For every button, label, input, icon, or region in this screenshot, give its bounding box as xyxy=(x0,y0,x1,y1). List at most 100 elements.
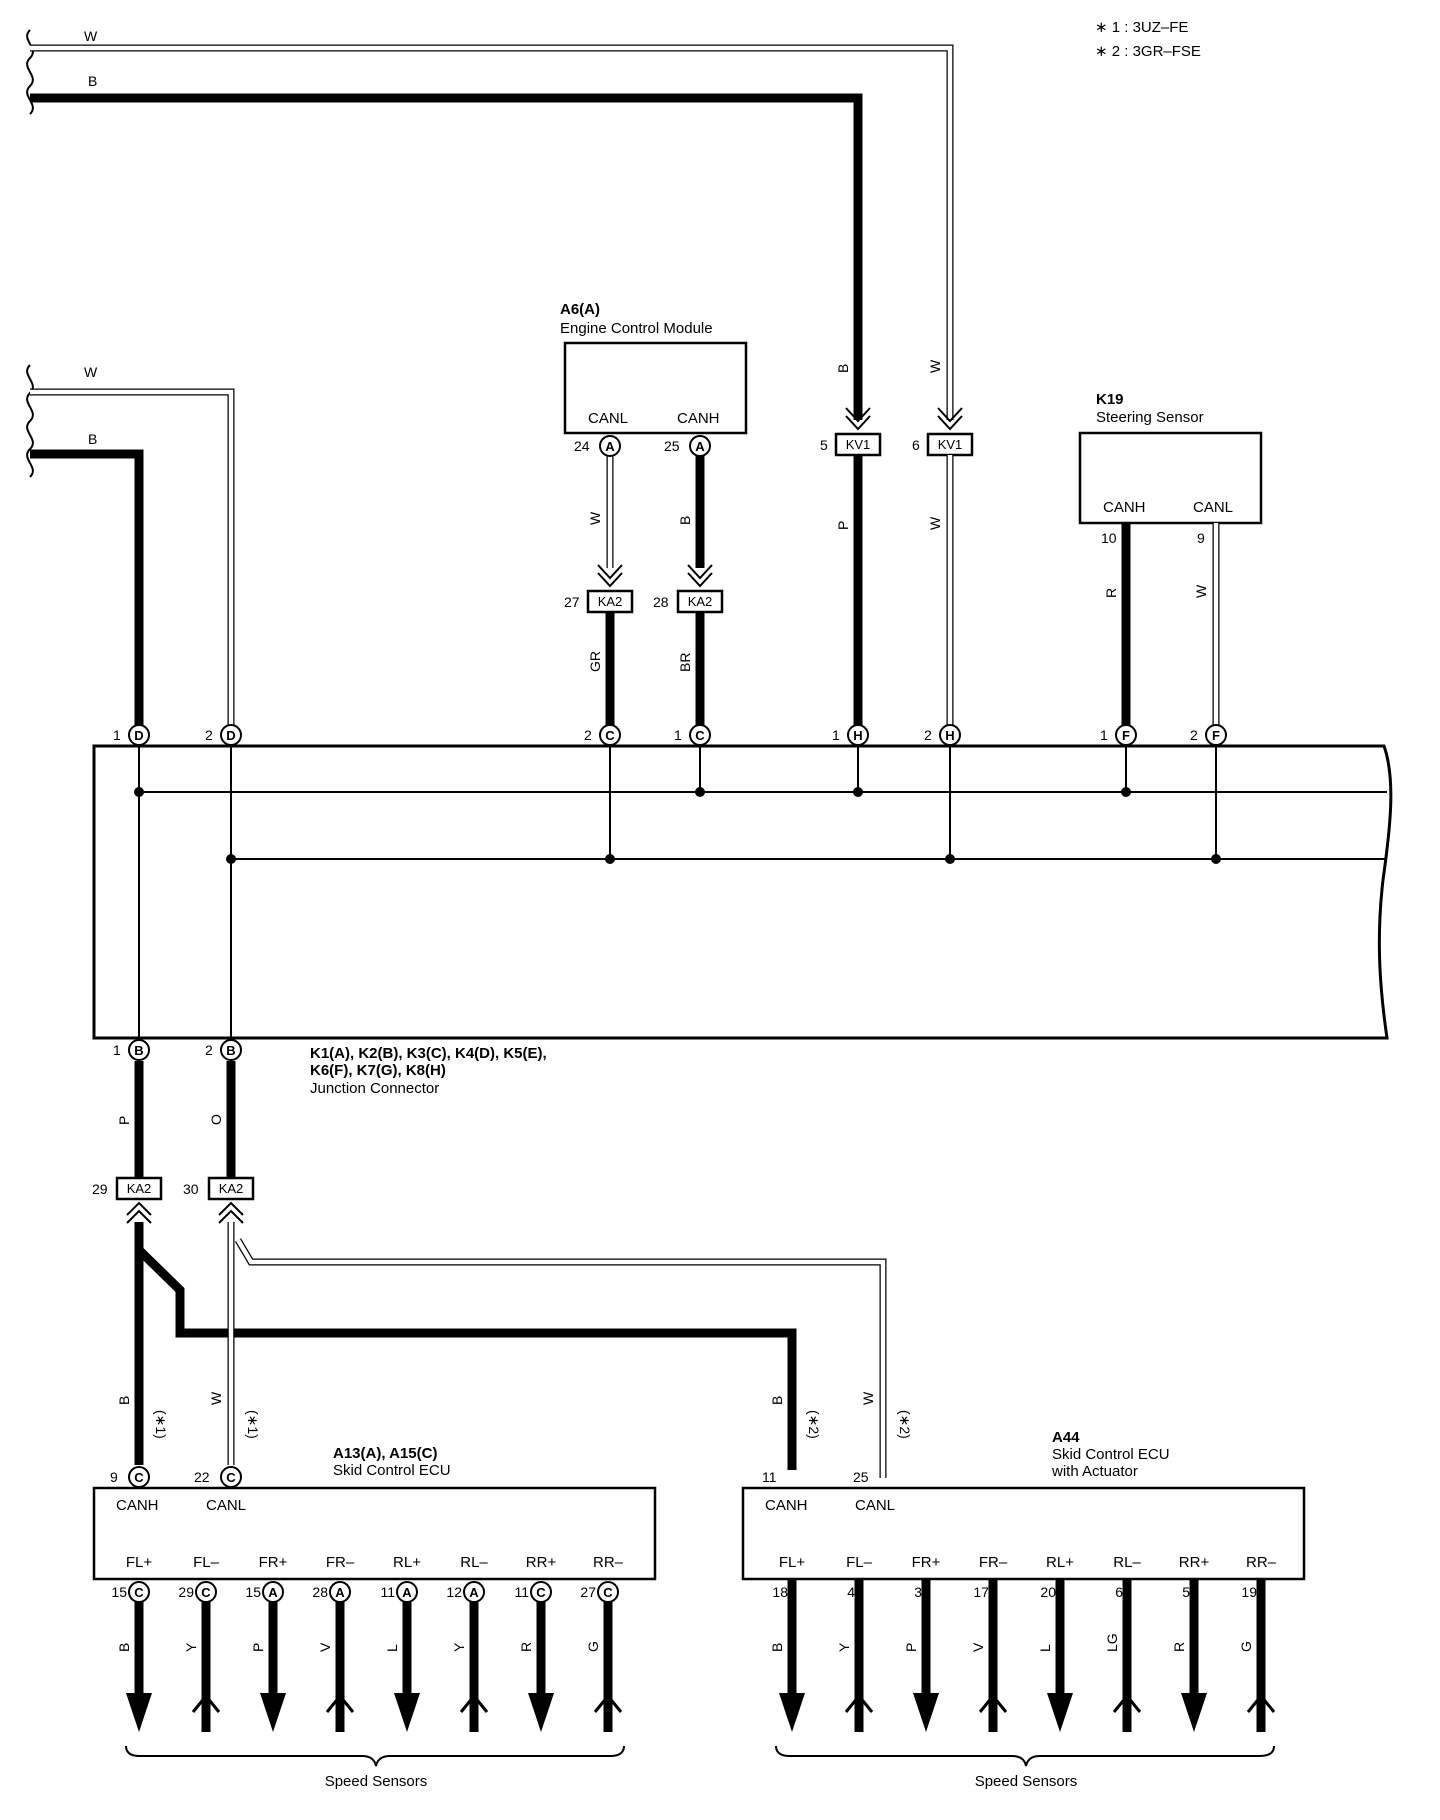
steering-canl-color: W xyxy=(1193,584,1209,598)
wire-top-b xyxy=(30,93,863,420)
ecm-canh-pin: 25 xyxy=(664,438,680,454)
a13-canl-note: (∗1) xyxy=(245,1410,261,1439)
jpin-c1-conn: C xyxy=(695,728,705,743)
kv1-6-label: KV1 xyxy=(938,437,963,452)
a13-sensor-color: L xyxy=(384,1644,400,1652)
junction-connector xyxy=(92,744,1393,1040)
ka2-28-label: KA2 xyxy=(688,594,713,609)
jpin-f2-num: 2 xyxy=(1190,727,1198,743)
a44-sensor-label: FR– xyxy=(979,1554,1008,1571)
wire-top-b-color: B xyxy=(88,73,97,89)
ka2-top-connectors: KA2 KA2 27 28 xyxy=(564,564,724,614)
a44-footer: Speed Sensors xyxy=(975,1773,1078,1790)
a44-canl-label: CANL xyxy=(855,1497,895,1514)
a44-canh-pin: 11 xyxy=(762,1469,777,1485)
a44-sensor-color: P xyxy=(903,1643,919,1652)
arrow-up-icon xyxy=(459,1693,489,1713)
a13-sensor-label: RR– xyxy=(593,1554,624,1571)
a13-sensor-color: P xyxy=(250,1643,266,1652)
wire-mid-b xyxy=(30,449,144,727)
ka2-28-pin: 28 xyxy=(653,594,669,610)
ka2-27-color: GR xyxy=(587,651,603,672)
ka2-27-pin: 27 xyxy=(564,594,580,610)
a13-footer: Speed Sensors xyxy=(325,1773,428,1790)
note-1: ∗ 1 : 3UZ–FE xyxy=(1095,19,1188,36)
steering-canl-label: CANL xyxy=(1193,499,1233,516)
arrow-up-icon xyxy=(191,1693,221,1713)
ecm-canl-pin: 24 xyxy=(574,438,590,454)
a13-sensor-color: B xyxy=(116,1643,132,1652)
steering-code: K19 xyxy=(1096,391,1124,408)
a44-sensor-label: RR+ xyxy=(1179,1554,1210,1571)
jpin-h2-num: 2 xyxy=(924,727,932,743)
a44-speed-sensors-brace: Speed Sensors xyxy=(775,1745,1275,1790)
a44-name-1: Skid Control ECU xyxy=(1052,1446,1170,1463)
a13-sensor-color: R xyxy=(518,1642,534,1652)
a13-sensor-conn: A xyxy=(402,1585,412,1600)
kv1-5-pin: 5 xyxy=(820,437,828,453)
arrow-down-icon xyxy=(260,1693,286,1732)
a44-sensor-pin: 19 xyxy=(1241,1584,1257,1600)
junction-b2-color: O xyxy=(208,1114,224,1125)
jpin-c2-conn: C xyxy=(605,728,615,743)
a44-sensor-pin: 17 xyxy=(973,1584,989,1600)
ecm-canh-conn: A xyxy=(695,439,705,454)
arrow-down-icon xyxy=(779,1693,805,1732)
ecm-canl-color: W xyxy=(587,511,603,525)
arrow-up-icon xyxy=(1112,1693,1142,1713)
kv1-connectors: B W KV1 KV1 5 6 xyxy=(820,359,974,457)
a44-sensor-color: R xyxy=(1171,1642,1187,1652)
jpin-h1-num: 1 xyxy=(832,727,840,743)
a44-code: A44 xyxy=(1052,1429,1080,1446)
a13-canh-label: CANH xyxy=(116,1497,159,1514)
a13-sensor-conn: C xyxy=(201,1585,211,1600)
kv1-5-label: KV1 xyxy=(846,437,871,452)
a44-sensor-pin: 18 xyxy=(772,1584,788,1600)
jpin-b2-conn: B xyxy=(226,1043,235,1058)
jpin-d1-conn: D xyxy=(134,728,143,743)
arrow-down-icon xyxy=(528,1693,554,1732)
jpin-h1-conn: H xyxy=(853,728,862,743)
kv1-top-color2: W xyxy=(927,359,943,373)
jpin-f1-conn: F xyxy=(1122,728,1130,743)
a44-sensor-pin: 4 xyxy=(847,1584,855,1600)
steering-canh-pin: 10 xyxy=(1101,530,1117,546)
ecm-canl-conn: A xyxy=(605,439,615,454)
jpin-b2-num: 2 xyxy=(205,1042,213,1058)
a44-sensor-pin: 5 xyxy=(1182,1584,1190,1600)
a44-sensor-label: RL+ xyxy=(1046,1554,1074,1571)
steering-canl-pin: 9 xyxy=(1197,530,1205,546)
a44-canl-note: (∗2) xyxy=(897,1410,913,1439)
engine-control-module: A6(A) Engine Control Module CANL CANH xyxy=(560,301,748,435)
ka2-30-label: KA2 xyxy=(219,1181,244,1196)
wire-mid-w xyxy=(30,388,235,727)
a13-sensor-color: Y xyxy=(451,1642,467,1652)
a13-canh-conn: C xyxy=(134,1470,144,1485)
a13-sensor-pin: 29 xyxy=(178,1584,194,1600)
jpin-d2-conn: D xyxy=(226,728,235,743)
arrow-down-icon xyxy=(126,1693,152,1732)
ka2-28-color: BR xyxy=(677,653,693,672)
a44-sensor-label: FR+ xyxy=(912,1554,941,1571)
skid-control-ecu-a13: A13(A), A15(C) Skid Control ECU 9 C 22 C… xyxy=(92,1445,657,1581)
jpin-f2-conn: F xyxy=(1212,728,1220,743)
a13-sensor-conn: A xyxy=(268,1585,278,1600)
arrow-up-icon xyxy=(325,1693,355,1713)
a13-sensor-color: G xyxy=(585,1641,601,1652)
steering-canh-label: CANH xyxy=(1103,499,1146,516)
a13-sensor-label: RR+ xyxy=(526,1554,557,1571)
arrow-down-icon xyxy=(913,1693,939,1732)
a13-canh-color: B xyxy=(116,1396,132,1405)
a44-sensor-pin: 20 xyxy=(1040,1584,1056,1600)
a13-code: A13(A), A15(C) xyxy=(333,1445,437,1462)
a13-name: Skid Control ECU xyxy=(333,1462,451,1479)
kv1-5-color: P xyxy=(835,521,851,530)
junction-label-2: K6(F), K7(G), K8(H) xyxy=(310,1062,446,1079)
junction-label-1: K1(A), K2(B), K3(C), K4(D), K5(E), xyxy=(310,1045,547,1062)
a13-sensor-pin: 12 xyxy=(446,1584,462,1600)
a13-canl-pin: 22 xyxy=(194,1469,210,1485)
ecm-canh-color: B xyxy=(677,516,693,525)
junction-label-3: Junction Connector xyxy=(310,1080,439,1097)
ecm-code: A6(A) xyxy=(560,301,600,318)
